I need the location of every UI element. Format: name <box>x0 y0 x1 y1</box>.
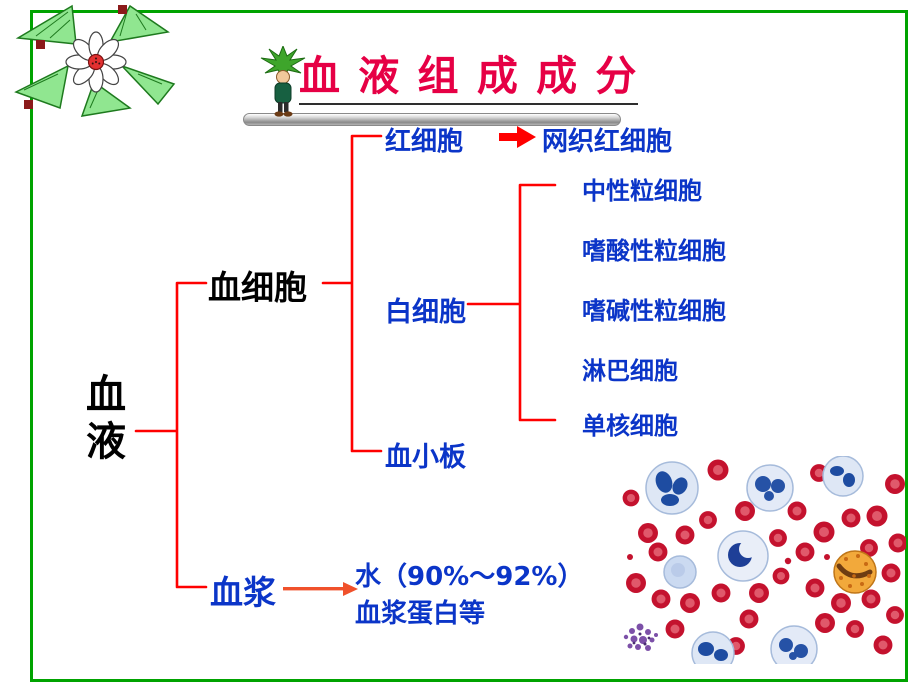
slide-title: 血 液 组 成 成 分 <box>299 53 639 106</box>
flower-blossom <box>65 31 127 93</box>
wbc-cell <box>746 464 794 512</box>
monocyte-cell <box>717 530 769 582</box>
node-plasma: 血浆 <box>210 573 276 612</box>
node-rbc: 红细胞 <box>385 127 464 157</box>
node-blood-char-2: 液 <box>86 419 126 466</box>
title-figure-icon <box>260 46 306 117</box>
red-blood-cells <box>622 459 906 655</box>
wbc-cell <box>691 631 735 664</box>
node-blood-cells: 血细胞 <box>208 268 307 307</box>
slide-border <box>30 10 908 682</box>
node-plasma-protein: 血浆蛋白等 <box>355 599 486 629</box>
flower-accent-squares <box>24 5 127 109</box>
node-reticulocyte: 网织红细胞 <box>542 127 673 157</box>
node-blood-char-1: 血 <box>86 372 126 418</box>
node-plasma-water: 水（90%～92%） <box>355 562 584 592</box>
flower-clipart <box>14 4 176 117</box>
wbc-cell <box>770 625 818 664</box>
node-lymphocyte: 淋巴细胞 <box>582 357 678 385</box>
wbc-cell <box>645 461 699 515</box>
title-divider-bar <box>243 113 621 126</box>
node-blood: 血 液 <box>86 372 126 466</box>
node-eosinophil: 嗜酸性粒细胞 <box>582 237 726 265</box>
node-wbc: 白细胞 <box>385 297 466 328</box>
platelet-cluster <box>623 623 658 651</box>
node-monocyte: 单核细胞 <box>582 412 678 440</box>
node-basophil: 嗜碱性粒细胞 <box>582 297 726 325</box>
wbc-cell <box>822 456 864 497</box>
wbc-cell <box>663 555 697 589</box>
node-neutrophil: 中性粒细胞 <box>582 177 702 205</box>
blood-cells-illustration <box>622 456 906 664</box>
eosinophil-cell <box>833 550 877 594</box>
node-platelet: 血小板 <box>385 442 466 473</box>
white-blood-cells <box>623 456 877 664</box>
